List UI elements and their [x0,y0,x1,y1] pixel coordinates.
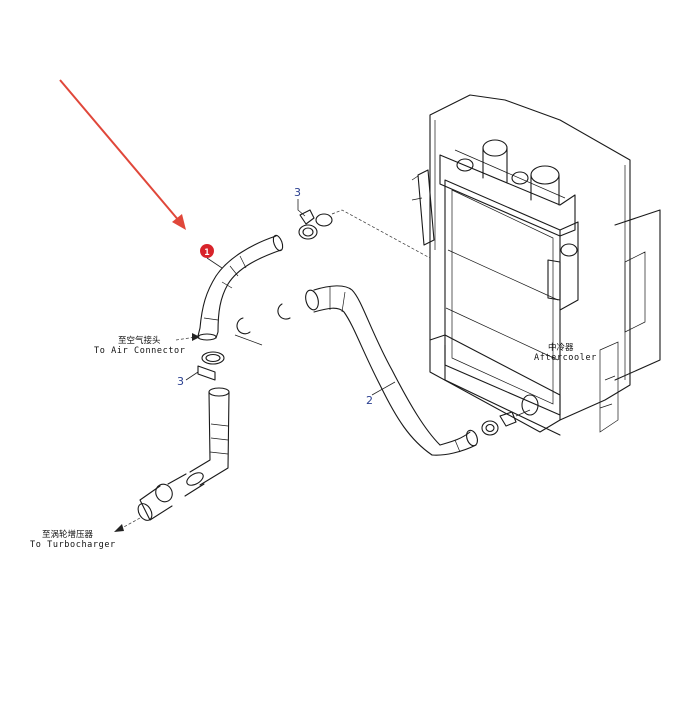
aftercooler-label: 中冷器 Aftercooler [534,342,597,363]
aftercooler-assembly [411,94,661,436]
callout-3-upper-number: 3 [294,186,301,199]
turbocharger-label-en: To Turbocharger [30,540,116,550]
air-connector-label: 至空气接头 To Air Connector [94,333,200,356]
turbocharger-label: 至涡轮增压器 To Turbocharger [30,529,116,550]
aftercooler-label-en: Aftercooler [534,353,597,363]
c-clips [234,303,291,346]
callout-2: 2 [366,381,396,407]
callout-badge [200,244,214,258]
highlight-arrow [59,79,186,230]
air-connector-label-zh: 至空气接头 [118,335,161,346]
callout-2-number: 2 [366,394,373,407]
callout-1: 1 [200,244,223,269]
clamp-upper [298,209,431,259]
callout-1-number: 1 [204,248,209,258]
aftercooler-label-zh: 中冷器 [548,342,574,353]
air-connector-label-en: To Air Connector [94,346,185,356]
callout-3-upper: 3 [294,186,306,217]
hose-2 [305,285,478,456]
callout-3-lower-number: 3 [177,375,184,388]
callout-3-lower: 3 [177,371,199,388]
clamp-lower [197,351,225,381]
turbocharger-label-zh: 至涡轮增压器 [42,529,94,540]
pipe-to-turbocharger [114,387,230,532]
clamp-lower-right [481,409,531,436]
